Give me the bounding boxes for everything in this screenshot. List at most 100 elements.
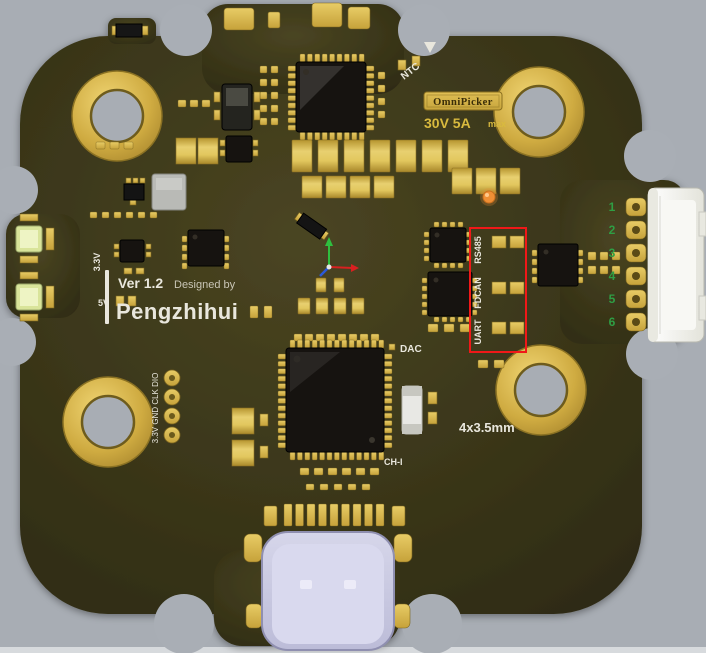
pin bbox=[304, 339, 310, 349]
qfn2-pins-right bbox=[471, 277, 478, 316]
pad bbox=[295, 503, 304, 527]
brand-badge: OmniPicker bbox=[423, 91, 503, 111]
pin-number-1: 1 bbox=[609, 200, 616, 214]
pad bbox=[259, 104, 268, 113]
capacitor bbox=[325, 175, 347, 199]
pin bbox=[277, 353, 287, 360]
pads-below-mcu-2 bbox=[305, 483, 371, 491]
pad bbox=[329, 503, 339, 527]
capacitor-cluster-right bbox=[451, 167, 521, 195]
connector-pads bbox=[625, 197, 647, 332]
mcu-pins-top bbox=[289, 339, 384, 349]
board-edge-notches bbox=[0, 4, 678, 653]
pin bbox=[344, 131, 350, 141]
pad bbox=[377, 84, 386, 93]
pin bbox=[336, 131, 343, 141]
pin bbox=[277, 361, 287, 367]
pin bbox=[441, 221, 448, 228]
pin bbox=[287, 110, 297, 116]
pads-right-of-chip-1 bbox=[587, 251, 621, 261]
pad bbox=[341, 467, 352, 476]
pin bbox=[287, 73, 297, 79]
pin bbox=[383, 368, 393, 374]
pin bbox=[277, 390, 287, 397]
pin-number-3: 3 bbox=[609, 246, 616, 260]
pin bbox=[531, 258, 538, 266]
pin bbox=[181, 235, 188, 243]
pad bbox=[599, 251, 609, 261]
pin bbox=[433, 221, 440, 228]
pin bbox=[277, 427, 287, 434]
pad bbox=[201, 99, 211, 108]
label-version: Ver 1.2 bbox=[118, 275, 163, 291]
pin bbox=[314, 131, 320, 141]
pin bbox=[334, 451, 340, 461]
pin bbox=[423, 247, 430, 254]
pin bbox=[421, 293, 428, 300]
mounting-hole-top-right bbox=[493, 66, 585, 158]
mounting-hole-bottom-left bbox=[62, 376, 154, 468]
capacitor bbox=[297, 297, 311, 315]
pad-hole bbox=[168, 412, 176, 420]
pin bbox=[312, 339, 318, 349]
pin bbox=[277, 383, 287, 389]
pads-above-mcu bbox=[293, 333, 380, 342]
pads-near-5v bbox=[115, 295, 137, 307]
pin bbox=[287, 117, 297, 124]
oscillator-can bbox=[151, 173, 187, 211]
interface-chip bbox=[531, 243, 584, 287]
label-hole-spec: 4x3.5mm bbox=[459, 420, 515, 435]
usb-contact-mark-2 bbox=[344, 580, 356, 589]
interface-pins-left bbox=[531, 249, 538, 284]
qfp-pins-left bbox=[287, 65, 297, 131]
pin bbox=[383, 435, 393, 441]
pin bbox=[365, 65, 375, 72]
small-chip-33v bbox=[113, 239, 152, 275]
pin bbox=[378, 339, 384, 349]
pin bbox=[341, 451, 347, 461]
mcu-pins-right bbox=[383, 353, 393, 448]
label-debug-header: 3.3V GND CLK DIO bbox=[151, 373, 160, 444]
capacitor bbox=[499, 167, 521, 195]
orange-led bbox=[480, 188, 498, 206]
pad bbox=[318, 503, 327, 527]
pad bbox=[333, 483, 343, 491]
pad bbox=[611, 251, 621, 261]
pad-hole bbox=[168, 393, 176, 401]
pad bbox=[283, 503, 293, 527]
pad bbox=[177, 99, 187, 108]
pad-grid-left-of-qfp bbox=[259, 65, 268, 126]
pin bbox=[307, 53, 313, 63]
pin bbox=[383, 376, 393, 382]
pad bbox=[263, 305, 273, 319]
pin bbox=[314, 53, 320, 63]
inductor bbox=[213, 83, 261, 131]
capacitor bbox=[349, 175, 371, 199]
pin bbox=[329, 131, 335, 141]
pad bbox=[377, 97, 386, 106]
pin bbox=[365, 124, 375, 131]
pin bbox=[423, 255, 430, 262]
pin bbox=[223, 244, 230, 252]
pin bbox=[577, 267, 584, 275]
top-qfp-chip bbox=[287, 53, 375, 141]
pin bbox=[365, 117, 375, 124]
pads-right-of-chip-2 bbox=[587, 265, 621, 275]
qfn-chip-1 bbox=[423, 221, 472, 269]
capacitor bbox=[333, 297, 347, 315]
pin bbox=[433, 316, 440, 323]
pin bbox=[383, 390, 393, 397]
pin bbox=[223, 262, 230, 270]
pin bbox=[287, 124, 297, 131]
pin bbox=[365, 73, 375, 79]
pad bbox=[125, 211, 134, 219]
pad bbox=[313, 467, 324, 476]
pad bbox=[493, 359, 505, 369]
capacitor bbox=[291, 139, 313, 173]
pin-number-2: 2 bbox=[609, 223, 616, 237]
pin bbox=[299, 131, 306, 141]
capacitor bbox=[373, 175, 395, 199]
pin bbox=[531, 267, 538, 275]
pin bbox=[383, 442, 393, 448]
